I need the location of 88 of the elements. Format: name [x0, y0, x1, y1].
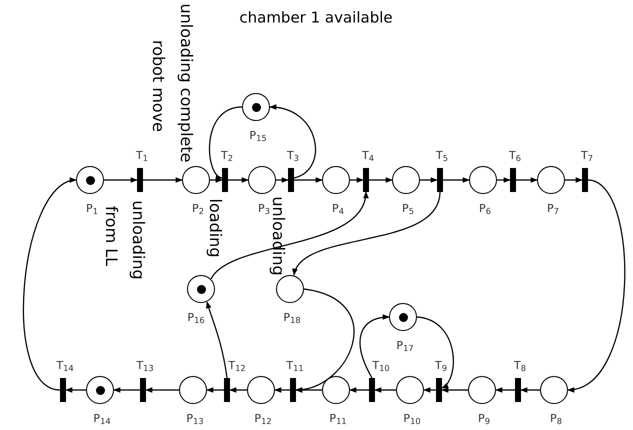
- transition-label: T$_{4}$: [362, 150, 374, 161]
- transition-label: T$_{9}$: [435, 360, 447, 371]
- place-label: P$_{17}$: [396, 340, 414, 351]
- arrow: [416, 316, 454, 388]
- arrow: [294, 177, 323, 183]
- arrow: [143, 177, 183, 183]
- transition-label: T$_{6}$: [509, 150, 521, 161]
- transition-label: T$_{13}$: [136, 360, 154, 371]
- arrow: [443, 177, 470, 183]
- transition-bar: [510, 168, 516, 192]
- transition-bar: [369, 378, 375, 402]
- place-label: P$_{14}$: [93, 413, 111, 424]
- arrow: [374, 387, 396, 393]
- arrow: [145, 387, 179, 393]
- place-label: P$_{8}$: [550, 413, 562, 424]
- arrow: [295, 288, 355, 392]
- place-label: P$_{6}$: [479, 203, 491, 214]
- arrow: [206, 387, 224, 393]
- arrow: [228, 177, 249, 183]
- transition-bar: [137, 168, 143, 192]
- transition-bar: [290, 378, 296, 402]
- transition-bar: [140, 378, 146, 402]
- rotated-annotation: robot move: [150, 40, 166, 132]
- transition-bar: [224, 378, 230, 402]
- arrow: [497, 177, 511, 183]
- arrow: [274, 387, 290, 393]
- place-label: P$_{13}$: [186, 413, 204, 424]
- arrow: [293, 192, 441, 276]
- arrow: [269, 104, 316, 179]
- arrow: [208, 106, 242, 179]
- transition-bar: [515, 378, 521, 402]
- arrow: [369, 177, 393, 183]
- place-label: P$_{12}$: [254, 413, 272, 424]
- transition-label: T$_{12}$: [228, 360, 246, 371]
- arrow: [276, 177, 289, 183]
- arrow: [441, 387, 468, 393]
- place-label: P$_{5}$: [402, 203, 414, 214]
- transition-bar: [222, 168, 228, 192]
- rotated-annotation: unloading complete: [178, 3, 194, 163]
- arrow: [206, 301, 228, 378]
- place-label: P$_{10}$: [403, 413, 421, 424]
- arrow: [65, 387, 86, 393]
- place-label: P$_{3}$: [258, 203, 270, 214]
- arrow: [423, 387, 436, 393]
- transition-label: T$_{11}$: [286, 360, 304, 371]
- transition-label: T$_{14}$: [56, 360, 74, 371]
- transition-label: T$_{7}$: [581, 150, 593, 161]
- transition-label: T$_{8}$: [514, 360, 526, 371]
- arrow: [516, 177, 538, 183]
- place-label: P$_{7}$: [547, 203, 559, 214]
- arrow: [420, 177, 438, 183]
- transition-bar: [582, 168, 588, 192]
- arrow: [113, 387, 140, 393]
- arrow: [349, 387, 369, 393]
- place-label: P$_{2}$: [192, 203, 204, 214]
- rotated-annotation: loading: [207, 198, 223, 258]
- transition-label: T$_{3}$: [287, 150, 299, 161]
- place-label: P$_{15}$: [249, 130, 267, 141]
- arrow: [360, 314, 390, 378]
- transition-bar: [288, 168, 294, 192]
- annotation: chamber 1 available: [239, 10, 393, 26]
- transition-label: T$_{10}$: [372, 360, 390, 371]
- arrow: [229, 387, 247, 393]
- transition-label: T$_{5}$: [436, 150, 448, 161]
- arrow: [495, 387, 515, 393]
- arrow: [104, 177, 138, 183]
- place-label: P$_{11}$: [329, 413, 347, 424]
- arrow: [567, 179, 626, 392]
- transition-bar: [363, 168, 369, 192]
- place-label: P$_{16}$: [187, 312, 205, 323]
- rotated-annotation: unloading: [130, 200, 146, 280]
- arrow: [565, 177, 583, 183]
- place-label: P$_{9}$: [478, 413, 490, 424]
- transition-bar: [437, 168, 443, 192]
- transition-bar: [436, 378, 442, 402]
- arrow: [520, 387, 540, 393]
- transition-bar: [60, 378, 66, 402]
- transition-label: T$_{1}$: [136, 150, 148, 161]
- rotated-annotation: from LL: [103, 206, 119, 266]
- arrow: [210, 191, 368, 280]
- transition-label: T$_{2}$: [221, 150, 233, 161]
- place-label: P$_{18}$: [283, 312, 301, 323]
- arrow: [22, 179, 77, 391]
- arrow: [350, 177, 364, 183]
- place-label: P$_{4}$: [332, 203, 344, 214]
- place-label: P$_{1}$: [86, 203, 98, 214]
- rotated-annotation: unloading: [270, 196, 286, 276]
- arrow: [210, 177, 223, 183]
